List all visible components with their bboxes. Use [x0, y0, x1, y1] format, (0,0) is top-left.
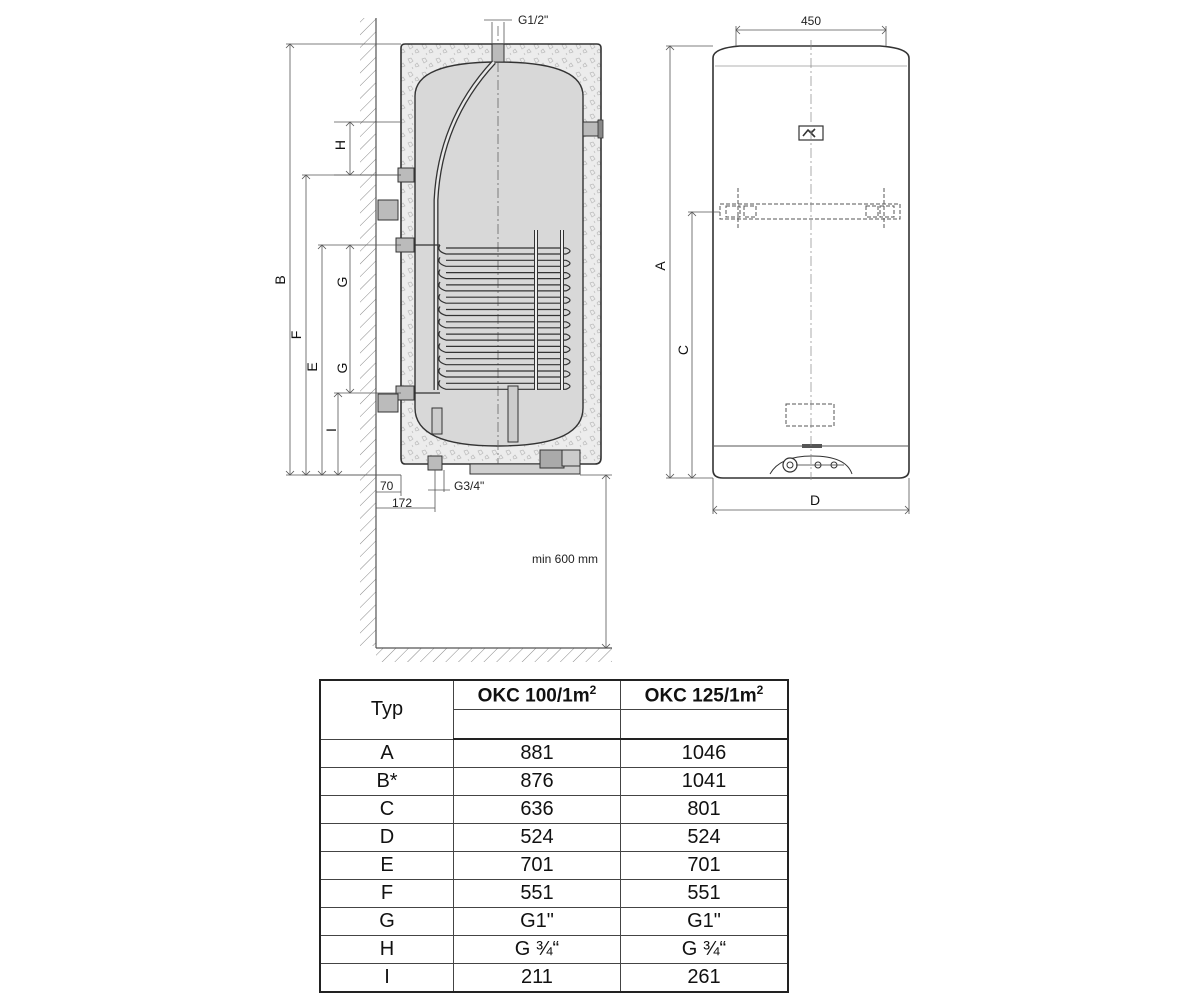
- table-header-typ: Typ: [319, 679, 454, 740]
- coil-turn: [438, 318, 571, 329]
- coil-turn: [438, 281, 571, 292]
- table-cell-b: 261: [620, 963, 789, 993]
- table-cell-b: G ¾“: [620, 935, 789, 964]
- coil-turn: [438, 367, 571, 378]
- coil-turn: [438, 269, 571, 280]
- dim-label-d: D: [810, 492, 820, 508]
- model-b-sup: 2: [756, 682, 764, 697]
- table-cell-a: 881: [453, 738, 621, 768]
- model-a-name: OKC 100/1m: [477, 685, 590, 707]
- coil-turn: [438, 343, 571, 353]
- table-header-model-a: OKC 100/1m2: [453, 679, 621, 710]
- table-cell-param: F: [319, 879, 454, 908]
- offset-outlet-label: 172: [392, 496, 412, 510]
- coil-turn: [438, 379, 571, 390]
- table-cell-a: 876: [453, 767, 621, 796]
- table-cell-param: A: [319, 738, 454, 768]
- dim-label-f: F: [288, 331, 304, 340]
- table-cell-b: 1046: [620, 738, 789, 768]
- coil-turn: [438, 306, 571, 317]
- heater-front-view: [712, 40, 910, 480]
- table-header-blank-a: [453, 709, 621, 740]
- table-cell-a: 636: [453, 795, 621, 824]
- dim-label-c: C: [675, 345, 691, 355]
- table-cell-param: B*: [319, 767, 454, 796]
- clearance-dimension: [580, 474, 612, 649]
- coil-turn: [438, 330, 571, 341]
- table-header-blank-b: [620, 709, 789, 740]
- coil-turn: [438, 293, 571, 304]
- bottom-offset-dimensions: [375, 470, 450, 512]
- table-cell-a: 701: [453, 851, 621, 880]
- bottom-connection-label: G3/4": [454, 479, 484, 493]
- table-cell-b: 1041: [620, 767, 789, 796]
- table-cell-param: H: [319, 935, 454, 964]
- top-connection-callout: [484, 19, 512, 44]
- width-top-label: 450: [801, 14, 821, 28]
- table-cell-b: G1": [620, 907, 789, 936]
- top-connection-label: G1/2": [518, 13, 548, 27]
- table-cell-a: 211: [453, 963, 621, 993]
- table-cell-b: 524: [620, 823, 789, 852]
- table-cell-b: 701: [620, 851, 789, 880]
- table-cell-param: I: [319, 963, 454, 993]
- coil: [414, 230, 571, 394]
- heater-cross-section: [377, 26, 604, 475]
- coil-turn: [438, 355, 571, 366]
- table-cell-a: 524: [453, 823, 621, 852]
- coil-turn: [438, 244, 571, 255]
- dim-label-g-lower: G: [334, 363, 350, 374]
- dim-label-b: B: [272, 275, 288, 284]
- dim-label-g-upper: G: [334, 277, 350, 288]
- dim-label-e: E: [304, 362, 320, 371]
- table-cell-param: G: [319, 907, 454, 936]
- table-header-model-b: OKC 125/1m2: [620, 679, 789, 710]
- table-cell-a: G ¾“: [453, 935, 621, 964]
- dim-label-i: I: [323, 428, 339, 432]
- coil-turn: [438, 256, 571, 267]
- dimension-drawing: B F E H G G I G1/2" 70 172 G3/4" min 600…: [272, 13, 910, 662]
- table-cell-param: C: [319, 795, 454, 824]
- right-dimensions: [665, 25, 910, 515]
- table-cell-a: G1": [453, 907, 621, 936]
- dim-label-h: H: [332, 140, 348, 150]
- clearance-label: min 600 mm: [532, 552, 598, 566]
- offset-wall-label: 70: [380, 479, 394, 493]
- dim-label-a: A: [652, 261, 668, 271]
- left-dimensions: [285, 43, 401, 476]
- model-b-name: OKC 125/1m: [644, 685, 757, 707]
- table-cell-a: 551: [453, 879, 621, 908]
- table-cell-param: E: [319, 851, 454, 880]
- table-cell-b: 551: [620, 879, 789, 908]
- table-cell-param: D: [319, 823, 454, 852]
- model-a-sup: 2: [589, 682, 597, 697]
- table-cell-b: 801: [620, 795, 789, 824]
